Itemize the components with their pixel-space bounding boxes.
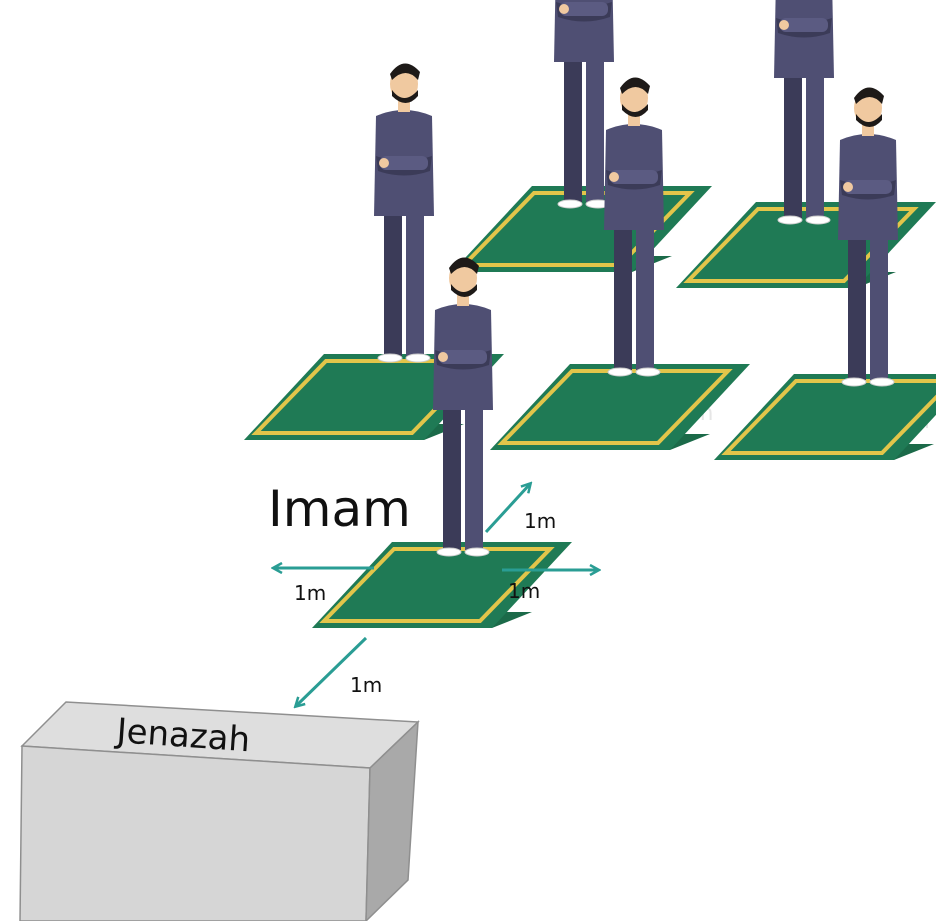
person-middle-2 (603, 76, 665, 377)
imam-label: Imam (268, 480, 411, 538)
imam-person (432, 256, 494, 557)
person-back-1 (553, 0, 615, 209)
prayer-mat-middle-3 (712, 372, 936, 462)
arrow-icon (484, 484, 530, 534)
arrow-icon (296, 636, 368, 706)
distance-label-front: 1m (350, 673, 382, 697)
distance-label-left: 1m (294, 581, 326, 605)
person-middle-1 (373, 62, 435, 363)
distance-label-right: 1m (508, 579, 540, 603)
jenazah-label: Jenazah (113, 711, 251, 760)
person-middle-3 (837, 86, 899, 387)
person-back-2 (773, 0, 835, 225)
jenazah-box (19, 701, 420, 921)
distance-label-diagonal: 1m (524, 509, 556, 533)
